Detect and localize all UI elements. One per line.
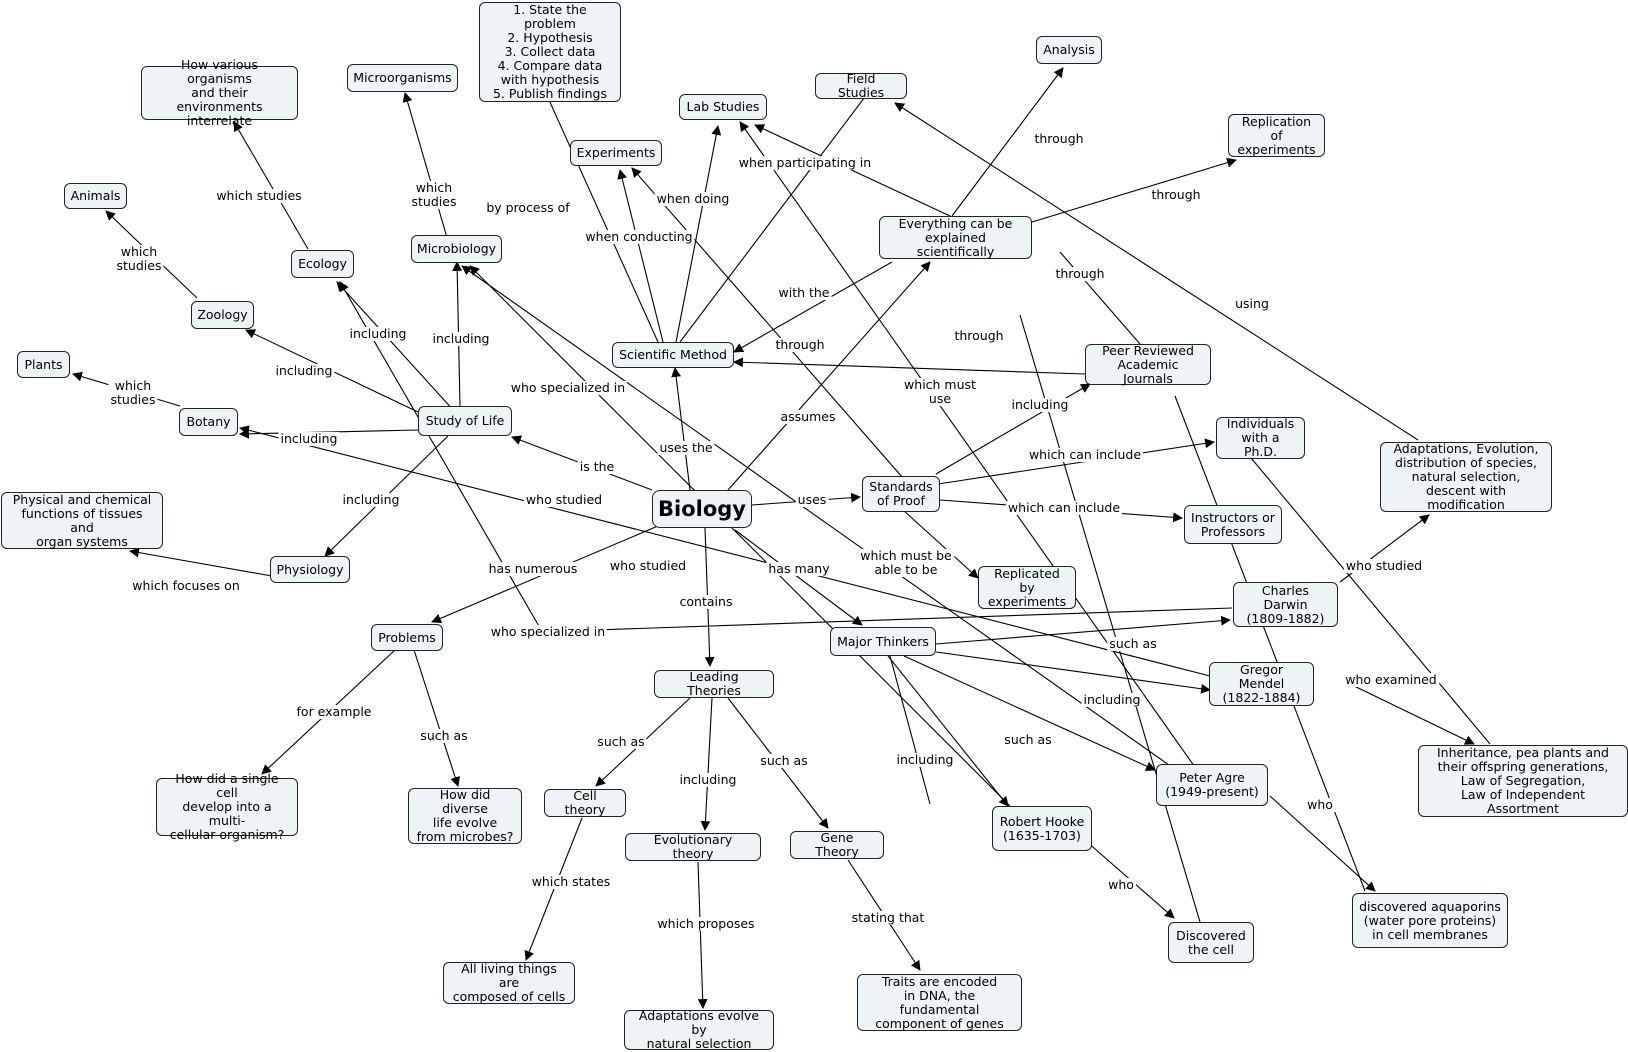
edge-label: has many	[766, 561, 832, 576]
diverse-life-node[interactable]: How did diverse life evolve from microbe…	[408, 788, 522, 844]
major-thinkers-node[interactable]: Major Thinkers	[830, 627, 936, 656]
edge-label: including	[273, 363, 335, 378]
field-studies-node[interactable]: Field Studies	[815, 72, 907, 100]
edge-label: contains	[677, 594, 735, 609]
single-cell-node[interactable]: How did a single cell develop into a mul…	[156, 772, 298, 842]
adaptations-list-node[interactable]: Adaptations, Evolution, distribution of …	[1380, 442, 1552, 512]
standards-of-proof-node[interactable]: Standards of Proof	[862, 476, 940, 512]
peer-reviewed-node[interactable]: Peer Reviewed Academic Journals	[1085, 343, 1211, 385]
edge-label: has numerous	[486, 561, 580, 576]
darwin-node[interactable]: Charles Darwin (1809-1882)	[1233, 582, 1338, 627]
edge-label: who examined	[1343, 672, 1439, 687]
edge-label: including	[430, 331, 492, 346]
hooke-node[interactable]: Robert Hooke (1635-1703)	[992, 806, 1092, 851]
edge-label: who specialized in	[508, 380, 628, 395]
replication-of-experiments-node[interactable]: Replication of experiments	[1228, 114, 1325, 157]
edge-label: which studies	[114, 244, 164, 273]
microorganisms-node[interactable]: Microorganisms	[347, 64, 458, 92]
experiments-node[interactable]: Experiments	[570, 140, 662, 166]
edge-label: including	[1009, 397, 1071, 412]
edge-label: through	[952, 328, 1006, 343]
plants-node[interactable]: Plants	[17, 351, 70, 378]
evolutionary-theory-node[interactable]: Evolutionary theory	[625, 833, 761, 861]
edge-label: such as	[758, 753, 810, 768]
microbiology-node[interactable]: Microbiology	[411, 235, 502, 263]
edge-label: when conducting	[583, 229, 695, 244]
edge-label: for example	[294, 704, 374, 719]
edge-label: which focuses on	[130, 578, 242, 593]
edge-label: uses the	[657, 440, 715, 455]
edge-label: such as	[1002, 732, 1054, 747]
cell-theory-node[interactable]: Cell theory	[544, 789, 626, 817]
edge-label: when participating in	[736, 155, 874, 170]
scientific-method-node[interactable]: Scientific Method	[612, 342, 734, 368]
edge-label: including	[340, 492, 402, 507]
edge-label: including	[894, 752, 956, 767]
scientific-steps-node[interactable]: 1. State the problem 2. Hypothesis 3. Co…	[479, 2, 621, 102]
analysis-node[interactable]: Analysis	[1036, 36, 1102, 64]
edge-label: through	[1053, 266, 1107, 281]
edge-label: which proposes	[655, 916, 757, 931]
edge-label: who specialized in	[488, 624, 608, 639]
botany-node[interactable]: Botany	[179, 408, 238, 436]
edge-label: with the	[776, 285, 832, 300]
zoology-node[interactable]: Zoology	[191, 301, 254, 329]
edge-label: by process of	[484, 200, 572, 215]
edge-label: such as	[418, 728, 470, 743]
discovered-cell-node[interactable]: Discovered the cell	[1168, 922, 1254, 963]
instructors-node[interactable]: Instructors or Professors	[1184, 505, 1282, 544]
edge-label: who studied	[523, 492, 605, 507]
gene-theory-node[interactable]: Gene Theory	[790, 831, 884, 859]
edge-label: assumes	[778, 409, 838, 424]
edge-label: when doing	[654, 191, 732, 206]
edge-label: which must be able to be	[858, 548, 954, 577]
edge-label: which can include	[1026, 447, 1144, 462]
edge-label: which can include	[1005, 500, 1123, 515]
inheritance-node[interactable]: Inheritance, pea plants and their offspr…	[1418, 745, 1628, 817]
edge-label: through	[773, 337, 827, 352]
edge-label: who studied	[607, 558, 689, 573]
edge-label: through	[1032, 131, 1086, 146]
agre-node[interactable]: Peter Agre (1949-present)	[1156, 764, 1268, 806]
edge-label: including	[347, 326, 409, 341]
edge-label: uses	[795, 492, 829, 507]
interrelate-node[interactable]: How various organisms and their environm…	[141, 58, 298, 128]
replicated-node[interactable]: Replicated by experiments	[978, 566, 1076, 609]
mendel-node[interactable]: Gregor Mendel (1822-1884)	[1209, 662, 1314, 706]
edge-label: including	[1081, 692, 1143, 707]
edge-label: including	[278, 431, 340, 446]
edge-label: including	[677, 772, 739, 787]
edge-label: is the	[577, 459, 617, 474]
edge-label: which states	[529, 874, 613, 889]
leading-theories-node[interactable]: Leading Theories	[654, 670, 774, 698]
edge-label: who studied	[1343, 558, 1425, 573]
edge-label: which must use	[902, 377, 978, 406]
edge-label: stating that	[849, 910, 927, 925]
ecology-node[interactable]: Ecology	[291, 250, 354, 278]
problems-node[interactable]: Problems	[371, 624, 443, 651]
aquaporins-node[interactable]: discovered aquaporins (water pore protei…	[1352, 893, 1508, 948]
physiology-node[interactable]: Physiology	[270, 556, 350, 583]
edge-label: which studies	[108, 378, 158, 407]
study-of-life-node[interactable]: Study of Life	[418, 406, 512, 436]
edge-label: using	[1233, 296, 1271, 311]
everything-explained-node[interactable]: Everything can be explained scientifical…	[879, 216, 1032, 259]
edge-label: which studies	[214, 188, 304, 203]
edge-label: such as	[1107, 636, 1159, 651]
lab-studies-node[interactable]: Lab Studies	[679, 94, 767, 120]
animals-node[interactable]: Animals	[64, 183, 127, 209]
edge-label: through	[1149, 187, 1203, 202]
edge-label: which studies	[409, 180, 459, 209]
edge-label: who	[1305, 797, 1335, 812]
adaptations-evolve-node[interactable]: Adaptations evolve by natural selection	[624, 1009, 774, 1051]
all-living-node[interactable]: All living things are composed of cells	[443, 962, 575, 1004]
traits-node[interactable]: Traits are encoded in DNA, the fundament…	[857, 974, 1022, 1031]
biology-node[interactable]: Biology	[652, 490, 752, 528]
phd-node[interactable]: Individuals with a Ph.D.	[1216, 417, 1305, 459]
edge-label: such as	[595, 734, 647, 749]
tissues-node[interactable]: Physical and chemical functions of tissu…	[1, 492, 163, 549]
edge-label: who	[1106, 877, 1136, 892]
